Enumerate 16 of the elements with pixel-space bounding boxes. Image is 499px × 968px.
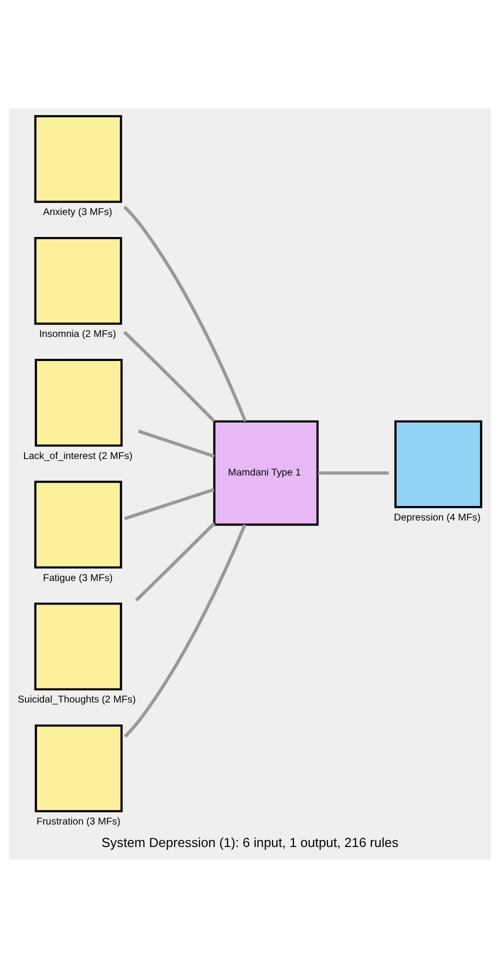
caption: System Depression (1): 6 input, 1 output, 216 rules — [101, 834, 398, 850]
node-label: Depression (4 MFs) — [393, 512, 480, 524]
node-label: Suicidal_Thoughts (2 MFs) — [17, 694, 136, 706]
node-label: Lack_of_interest (2 MFs) — [22, 450, 132, 462]
node-label: Frustration (3 MFs) — [36, 816, 120, 828]
connector — [124, 488, 214, 520]
node-label: Fatigue (3 MFs) — [42, 572, 112, 584]
connector — [122, 330, 215, 422]
connector — [137, 430, 214, 458]
node-label: Anxiety (3 MFs) — [42, 207, 112, 218]
connector — [122, 206, 246, 422]
connector — [317, 471, 388, 475]
node-box: Mamdani Type 1 — [212, 420, 318, 526]
connector — [134, 522, 215, 602]
node-label: Insomnia (2 MFs) — [38, 329, 116, 340]
connector — [123, 524, 246, 738]
